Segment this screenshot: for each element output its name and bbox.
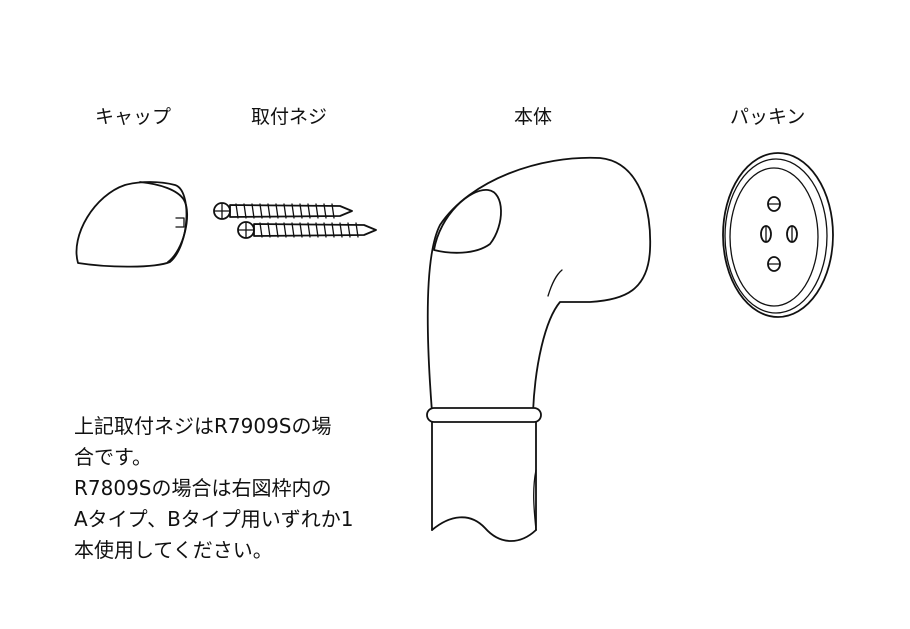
screw-illustration bbox=[213, 202, 377, 239]
body-illustration bbox=[426, 156, 652, 542]
packing-illustration bbox=[722, 152, 834, 318]
note-line-1: 上記取付ネジはR7909Sの場 bbox=[74, 414, 332, 438]
cap-illustration bbox=[75, 181, 188, 268]
packing-label: パッキン bbox=[730, 106, 806, 128]
cap-label: キャップ bbox=[95, 106, 172, 128]
installation-note: 上記取付ネジはR7909Sの場 合です。 R7809Sの場合は右図枠内の Aタイ… bbox=[74, 411, 354, 566]
screw-label: 取付ネジ bbox=[251, 106, 328, 128]
note-line-2: 合です。 bbox=[74, 445, 152, 469]
note-line-3: R7809Sの場合は右図枠内の bbox=[74, 476, 332, 500]
note-line-5: 本使用してください。 bbox=[74, 538, 273, 562]
body-label: 本体 bbox=[514, 106, 553, 128]
note-line-4: Aタイプ、Bタイプ用いずれか1 bbox=[74, 507, 354, 531]
